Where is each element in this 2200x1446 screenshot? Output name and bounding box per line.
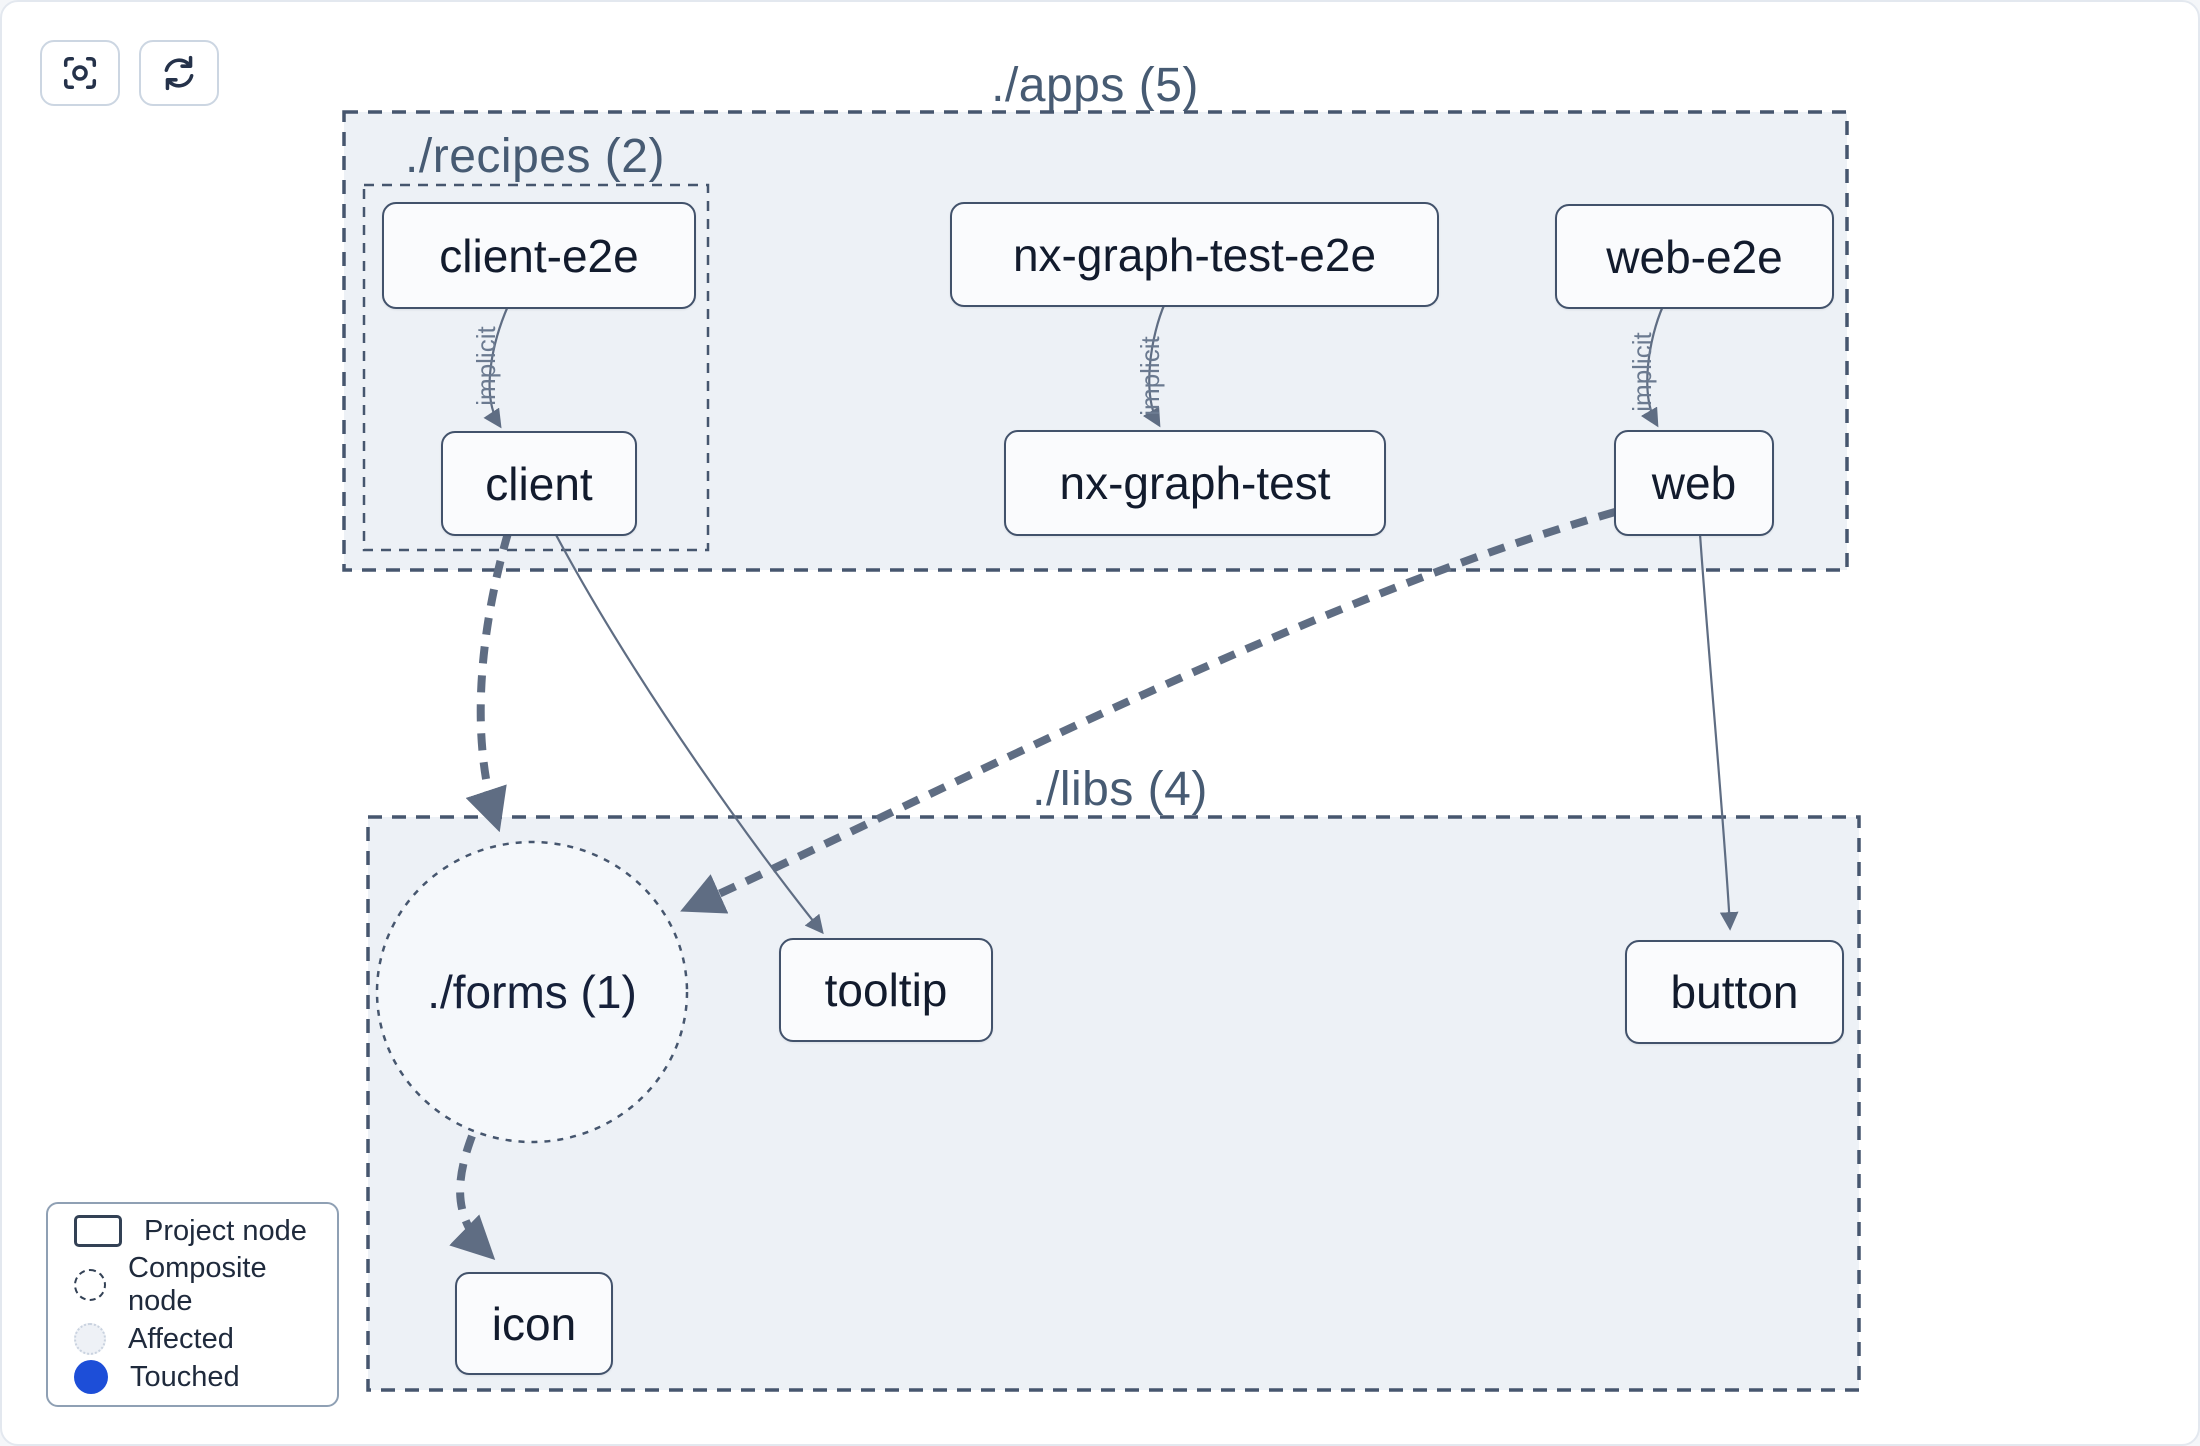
center-graph-button[interactable] bbox=[40, 40, 120, 106]
project-node-swatch-icon bbox=[74, 1215, 122, 1248]
legend-item-composite-node: Composite node bbox=[48, 1252, 337, 1318]
edge-nx-graph-test-e2e-to-nx-graph-test[interactable] bbox=[1142, 302, 1167, 428]
composite-node-forms-label[interactable]: ./forms (1) bbox=[427, 966, 637, 1018]
node-web[interactable]: web bbox=[1614, 430, 1774, 536]
legend-label: Touched bbox=[130, 1360, 240, 1393]
edge-client-to-tooltip[interactable] bbox=[554, 532, 824, 935]
node-nx-graph-test[interactable]: nx-graph-test bbox=[1004, 430, 1386, 536]
node-web-e2e[interactable]: web-e2e bbox=[1555, 204, 1834, 309]
node-tooltip[interactable]: tooltip bbox=[779, 938, 993, 1042]
legend-label: Affected bbox=[128, 1322, 234, 1355]
focus-icon bbox=[58, 51, 102, 95]
composite-node-swatch-icon bbox=[74, 1269, 106, 1302]
node-client[interactable]: client bbox=[441, 431, 637, 536]
node-nx-graph-test-e2e[interactable]: nx-graph-test-e2e bbox=[950, 202, 1439, 307]
legend-label: Composite node bbox=[128, 1252, 267, 1318]
edge-label-implicit-3: implicit bbox=[1627, 332, 1657, 412]
edge-label-implicit-1: implicit bbox=[471, 326, 501, 406]
refresh-icon bbox=[157, 51, 201, 95]
legend: Project node Composite node Affected Tou… bbox=[46, 1202, 339, 1407]
edge-forms-to-icon[interactable] bbox=[449, 1134, 496, 1261]
cluster-label-libs[interactable]: ./libs (4) bbox=[1032, 763, 1208, 816]
affected-swatch-icon bbox=[74, 1323, 106, 1356]
edge-client-to-forms[interactable] bbox=[465, 531, 512, 833]
toolbar bbox=[40, 40, 219, 106]
edge-web-e2e-to-web[interactable] bbox=[1640, 305, 1665, 428]
edge-client-e2e-to-client[interactable] bbox=[483, 305, 510, 429]
edge-web-to-button[interactable] bbox=[1698, 533, 1739, 931]
cluster-label-apps[interactable]: ./apps (5) bbox=[991, 59, 1199, 112]
node-icon[interactable]: icon bbox=[455, 1272, 613, 1375]
legend-label: Project node bbox=[144, 1214, 307, 1247]
legend-item-affected: Affected bbox=[48, 1323, 337, 1356]
composite-node-forms-circle[interactable] bbox=[375, 840, 689, 1144]
legend-item-project-node: Project node bbox=[48, 1215, 337, 1248]
node-button[interactable]: button bbox=[1625, 940, 1844, 1044]
legend-item-touched: Touched bbox=[48, 1360, 337, 1395]
edge-web-to-forms[interactable] bbox=[680, 508, 1617, 914]
node-client-e2e[interactable]: client-e2e bbox=[382, 202, 696, 309]
refresh-icon-button[interactable] bbox=[139, 40, 219, 106]
edge-label-implicit-2: implicit bbox=[1135, 336, 1165, 416]
touched-swatch-icon bbox=[74, 1360, 108, 1395]
cluster-label-recipes[interactable]: ./recipes (2) bbox=[405, 130, 665, 183]
cluster-recipes-box[interactable] bbox=[362, 183, 710, 552]
